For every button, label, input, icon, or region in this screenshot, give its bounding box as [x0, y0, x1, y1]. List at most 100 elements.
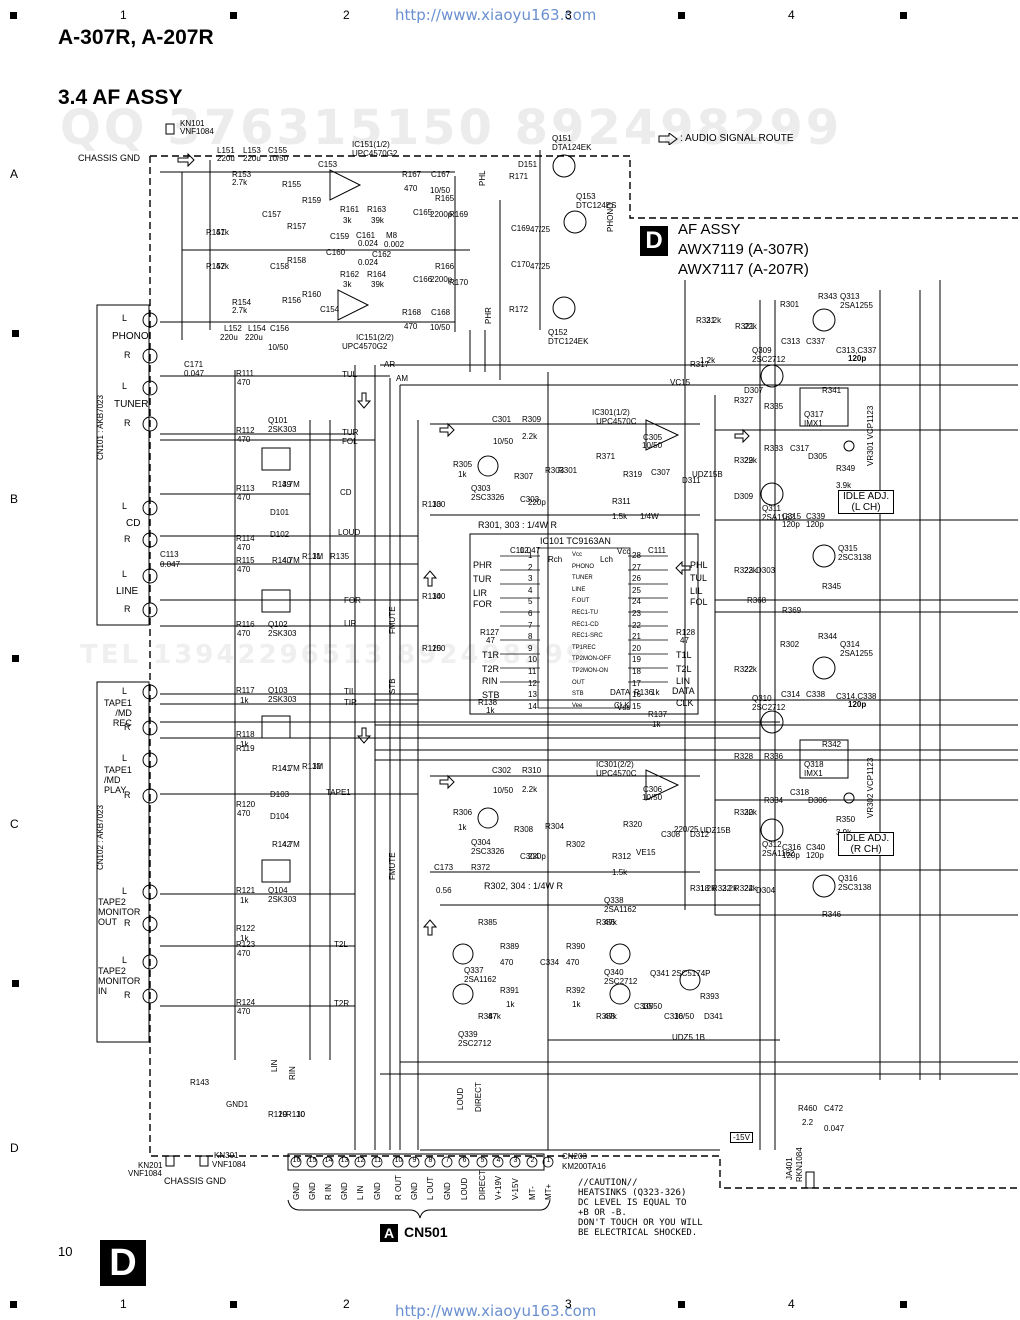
component-label: 220u: [245, 333, 263, 342]
url-top[interactable]: http://www.xiaoyu163.com: [395, 6, 597, 24]
component-label: R111: [236, 369, 254, 378]
idle-adj-l: IDLE ADJ. (L CH): [838, 490, 895, 514]
cn501-pin-label: V+19V: [494, 1175, 503, 1200]
net-lil-ic: LIL: [690, 586, 703, 596]
component-label: 2.7k: [232, 178, 248, 187]
grid-mark: [12, 980, 19, 987]
component-label: 220p: [528, 852, 546, 861]
component-label: R305: [453, 460, 473, 469]
component-label: R333: [764, 444, 784, 453]
grid-mark: [12, 330, 19, 337]
cd-label: CD: [126, 518, 141, 529]
component-label: 0.047: [824, 1124, 845, 1133]
cd-l: L: [122, 501, 128, 511]
tape1play-label: TAPE1 /MD PLAY: [104, 765, 132, 795]
vc15-label: VC15: [670, 378, 691, 387]
component-label: R386: [596, 918, 616, 927]
cn501-pin-number: 8: [428, 1157, 433, 1164]
component-label: R130: [286, 1110, 306, 1119]
component-label: 470: [404, 322, 418, 331]
component-label: 0.047: [160, 560, 181, 569]
net-t2r: T2R: [334, 999, 350, 1008]
ic101-vcc: Vcc: [617, 547, 631, 556]
net-tul-ic: TUL: [690, 573, 708, 583]
component-label: 2.2k: [722, 884, 738, 893]
ic301a-ref: IC301(1/2): [592, 408, 630, 417]
cn501-label: CN501: [404, 1224, 448, 1240]
component-label: R116: [236, 620, 255, 629]
component-label: R320: [623, 820, 643, 829]
component-label: D305: [808, 452, 828, 461]
component-label: 22k: [744, 808, 757, 817]
component-label: UDZ15B: [692, 470, 723, 479]
transistor-part: 2SK303: [268, 695, 297, 704]
ic151b-ref: IC151(2/2): [356, 333, 394, 342]
component-label: R332: [712, 884, 732, 893]
net-t2l: T2L: [334, 940, 348, 949]
component-label: C111: [648, 546, 666, 555]
ic101-pin-number: 23: [632, 609, 641, 618]
cn501-pin-number: 7: [445, 1157, 450, 1164]
component-label: 22k: [744, 665, 757, 674]
url-bottom[interactable]: http://www.xiaoyu163.com: [395, 1302, 597, 1320]
idle-adj-l-line2: (L CH): [851, 502, 881, 513]
cn501-pin-label: GND: [373, 1182, 382, 1200]
component-label: R135: [330, 552, 350, 561]
component-label: 100: [432, 500, 446, 509]
cn501-pin-number: 6: [462, 1157, 467, 1164]
component-label: 1k: [458, 470, 467, 479]
component-label: R129: [268, 1110, 288, 1119]
cn501-letter-box: A: [380, 1224, 398, 1242]
tape2in-r: R: [124, 990, 131, 1000]
component-label: 22k: [744, 322, 757, 331]
transistor-part: 2SC3326: [471, 493, 505, 502]
component-label: R154: [232, 298, 252, 307]
component-label: 470: [237, 435, 251, 444]
chassis-gnd-bottom: CHASSIS GND: [164, 1176, 227, 1186]
net-stb: STB: [388, 678, 397, 694]
component-label: R393: [700, 992, 720, 1001]
net-tur: TUR: [342, 428, 359, 437]
component-label: 470: [566, 958, 580, 967]
ic101-pin-number: 22: [632, 620, 641, 630]
component-label: 220/25: [674, 825, 699, 834]
component-label: R319: [623, 470, 643, 479]
line-l: L: [122, 569, 128, 579]
component-label: C113: [160, 550, 179, 559]
phono-l: L: [122, 313, 128, 323]
component-label: 0.024: [358, 239, 379, 248]
component-label: 1k: [240, 896, 249, 905]
component-label: R165: [435, 194, 455, 203]
component-label: 470: [237, 543, 251, 552]
cn203-label: CN203: [562, 1152, 587, 1161]
c314-note: C314,C338 :: [836, 692, 881, 701]
component-label: C315: [782, 512, 802, 521]
ic101-pin-number: 17: [632, 678, 641, 688]
component-label: 10/50: [674, 1012, 695, 1021]
component-label: 470: [237, 809, 251, 818]
component-label: R121: [236, 886, 256, 895]
transistor-part: IMX1: [804, 419, 823, 428]
tape1rec-r: R: [124, 722, 131, 732]
component-label: L151: [217, 146, 235, 155]
cn501-pin-number: 4: [496, 1157, 501, 1164]
ic101-pin-number: 20: [632, 643, 641, 653]
component-label: R143: [190, 1078, 210, 1087]
component-label: 47k: [604, 1012, 617, 1021]
component-label: R309: [522, 415, 542, 424]
grid-mark: [230, 12, 237, 19]
net-for-ic: FOR: [473, 599, 492, 609]
ic101-pin-number: 16: [632, 690, 641, 700]
component-label: L153: [243, 146, 261, 155]
component-label: R127: [480, 628, 500, 637]
component-label: R138: [478, 698, 498, 707]
component-label: C112: [510, 546, 529, 555]
component-label: 0.047: [184, 369, 205, 378]
component-label: 22k: [744, 566, 757, 575]
net-phl: PHL: [478, 170, 487, 186]
